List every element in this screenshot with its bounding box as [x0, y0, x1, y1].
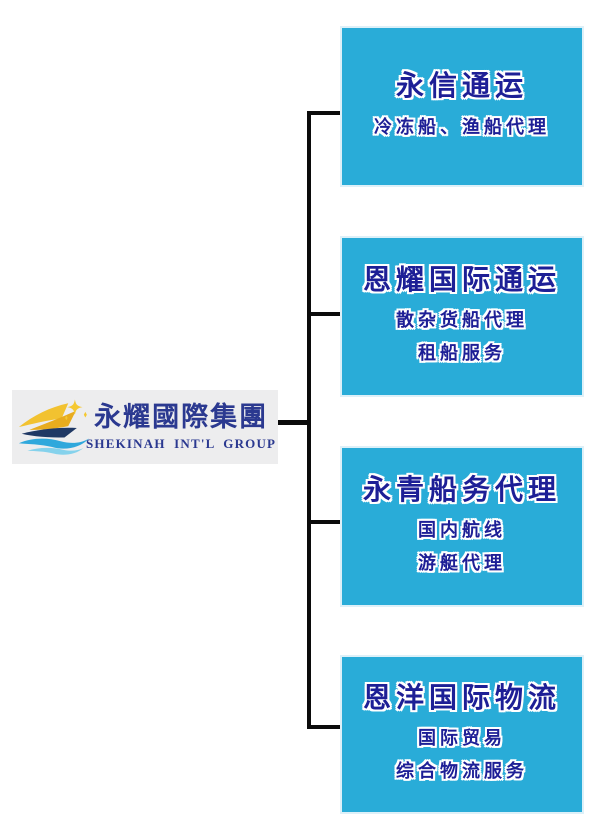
org-node-title: 恩耀国际通运: [362, 264, 561, 296]
group-title: 永耀國際集團: [94, 401, 269, 432]
connector-branch-4: [307, 725, 342, 729]
org-node-subtitle-line: 散杂货船代理: [396, 309, 528, 330]
org-node-subtitle-line: 国内航线: [418, 519, 506, 540]
org-node-subtitle-line: 游艇代理: [418, 553, 506, 574]
org-node-subtitle-line: 租船服务: [418, 343, 506, 364]
org-node-subtitle-line: 国际贸易: [418, 727, 506, 748]
org-node-title: 永青船务代理: [362, 474, 561, 506]
connector-branch-1: [307, 111, 342, 115]
sail-ship-logo-icon: [16, 398, 92, 458]
connector-branch-2: [307, 312, 342, 316]
group-logo-card: 永耀國際集團 SHEKINAH INT'L GROUP: [12, 390, 278, 464]
org-node-enyang: 恩洋国际物流 国际贸易 综合物流服务: [340, 655, 584, 814]
org-node-title: 恩洋国际物流: [362, 682, 561, 714]
group-logo-text: 永耀國際集團 SHEKINAH INT'L GROUP: [86, 401, 277, 451]
org-node-subtitle-line: 综合物流服务: [396, 761, 528, 782]
connector-logo-link: [278, 420, 311, 425]
org-node-yongxin: 永信通运 冷冻船、渔船代理: [340, 26, 584, 187]
group-subtitle: SHEKINAH INT'L GROUP: [86, 435, 277, 451]
connector-branch-3: [307, 520, 342, 524]
org-node-enyao: 恩耀国际通运 散杂货船代理 租船服务: [340, 236, 584, 397]
org-node-subtitle-line: 冷冻船、渔船代理: [374, 116, 550, 137]
org-node-title: 永信通运: [395, 71, 528, 103]
org-node-yongqing: 永青船务代理 国内航线 游艇代理: [340, 446, 584, 607]
